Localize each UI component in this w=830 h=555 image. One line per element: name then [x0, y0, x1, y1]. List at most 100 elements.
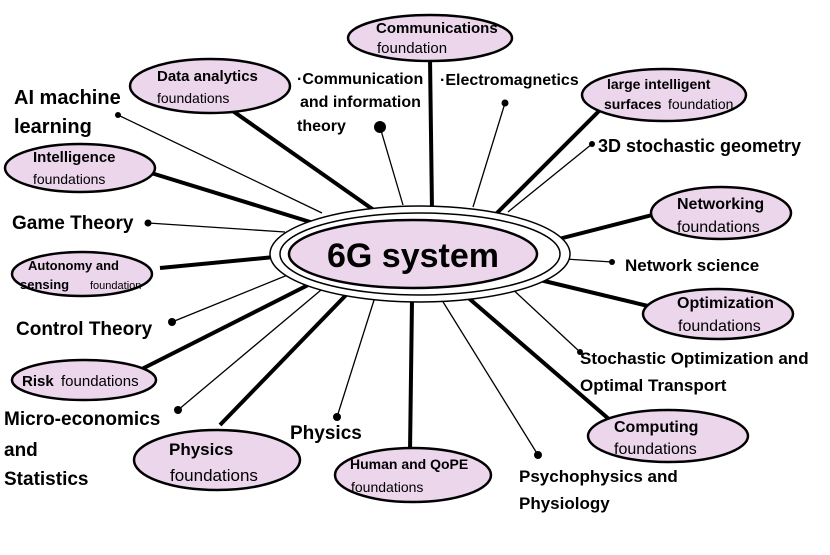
discipline-micro-econ: Micro-economics and Statistics — [4, 409, 160, 490]
dot-control-theory — [168, 318, 176, 326]
dot-game-theory — [144, 219, 152, 227]
spoke-psychophysics — [439, 296, 539, 456]
communications-sub: foundation — [377, 40, 447, 57]
surfaces-sub: foundation — [668, 96, 733, 112]
oval-data-analytics — [128, 57, 292, 115]
discipline-ai: AI machine learning — [14, 87, 121, 138]
discipline-comm-info: ·Communication and information theory — [297, 71, 423, 135]
dot-comm-info — [374, 121, 386, 133]
discipline-spokes — [117, 102, 613, 456]
networking-title: Networking — [677, 196, 764, 213]
spoke-physics — [218, 291, 350, 427]
spoke-intelligence — [147, 170, 321, 227]
dot-micro-econ — [174, 406, 182, 414]
foundation-communications: Communications foundation — [346, 13, 514, 63]
micro-econ-line1: Micro-economics — [4, 409, 160, 430]
discipline-game-theory: Game Theory — [12, 213, 134, 234]
optimization-sub: foundations — [678, 318, 761, 335]
spoke-comm-info — [379, 126, 404, 206]
dot-psychophysics — [534, 451, 542, 459]
oval-intelligent-surfaces — [580, 67, 748, 123]
computing-sub: foundations — [614, 441, 697, 458]
intelligence-title: Intelligence — [33, 149, 116, 166]
spoke-physics-discipline — [336, 296, 376, 418]
physics-sub: foundations — [170, 466, 258, 485]
spoke-electromagnetics — [472, 102, 506, 208]
psychophysics-line1: Psychophysics and — [519, 467, 678, 486]
foundation-autonomy: Autonomy and sensing foundation — [10, 250, 154, 298]
human-qope-sub: foundations — [351, 479, 423, 495]
computing-title: Computing — [614, 419, 698, 436]
foundation-data-analytics: Data analytics foundations — [128, 57, 292, 115]
surfaces-title: large intelligent — [607, 76, 711, 92]
center-oval — [287, 218, 539, 290]
stochastic-opt-line2: Optimal Transport — [580, 376, 727, 395]
human-qope-title: Human and QoPE — [350, 456, 468, 472]
foundation-risk: Risk foundations — [10, 358, 158, 402]
data-analytics-title: Data analytics — [157, 68, 258, 85]
risk-sub: foundations — [61, 373, 139, 390]
autonomy-title2: sensing — [20, 277, 69, 292]
spoke-human-qope — [408, 299, 414, 453]
surfaces-title2: surfaces — [604, 96, 662, 112]
oval-physics — [132, 428, 302, 492]
oval-autonomy — [10, 250, 154, 298]
spoke-micro-econ — [177, 284, 328, 411]
spoke-computing — [463, 293, 612, 422]
foundation-human-qope: Human and QoPE foundations — [333, 446, 493, 504]
center-label: 6G system — [327, 237, 499, 275]
dot-physics-discipline — [333, 413, 341, 421]
micro-econ-line3: Statistics — [4, 469, 88, 490]
oval-computing — [586, 408, 750, 464]
foundation-networking: Networking foundations — [649, 185, 793, 241]
spoke-risk — [129, 278, 319, 377]
dot-stochastic-opt — [577, 349, 583, 355]
foundation-intelligent-surfaces: large intelligent surfaces foundation — [580, 67, 748, 123]
oval-networking — [649, 185, 793, 241]
autonomy-sub: foundation — [90, 280, 141, 292]
spoke-data-analytics — [208, 93, 380, 215]
discipline-psychophysics: Psychophysics and Physiology — [519, 467, 678, 513]
comm-info-line2: and information — [300, 94, 421, 111]
endpoint-dots — [115, 99, 615, 459]
spoke-network-science — [564, 258, 613, 263]
risk-title: Risk — [22, 373, 54, 390]
comm-info-line3: theory — [297, 118, 346, 135]
spoke-stochastic-geometry — [507, 143, 593, 213]
oval-human-qope — [333, 446, 493, 504]
discipline-network-science: Network science — [625, 256, 759, 275]
intelligence-sub: foundations — [33, 171, 105, 187]
ai-line2: learning — [14, 116, 92, 138]
physics-title: Physics — [169, 440, 233, 459]
discipline-control-theory: Control Theory — [16, 319, 153, 340]
spoke-communications — [428, 57, 434, 211]
spoke-intelligent-surfaces — [493, 108, 602, 217]
spoke-game-theory — [147, 222, 286, 233]
oval-risk — [10, 358, 158, 402]
oval-communications — [346, 13, 514, 63]
oval-intelligence — [3, 142, 157, 194]
foundation-optimization: Optimization foundations — [641, 287, 795, 341]
stochastic-opt-line1: Stochastic Optimization and — [580, 349, 809, 368]
foundation-physics: Physics foundations — [132, 428, 302, 492]
autonomy-title: Autonomy and — [28, 258, 119, 273]
dot-electromagnetics — [501, 99, 509, 107]
foundation-computing: Computing foundations — [586, 408, 750, 464]
dot-ai — [115, 112, 121, 118]
data-analytics-sub: foundations — [157, 90, 229, 106]
discipline-physics: Physics — [290, 423, 362, 444]
comm-info-line1: ·Communication — [297, 71, 423, 88]
discipline-stochastic-geometry: 3D stochastic geometry — [598, 136, 801, 156]
spoke-ai — [117, 114, 323, 214]
dot-network-science — [609, 259, 615, 265]
optimization-title: Optimization — [677, 295, 774, 312]
oval-optimization — [641, 287, 795, 341]
center-node: 6G system — [269, 205, 571, 303]
ai-line1: AI machine — [14, 87, 121, 109]
networking-sub: foundations — [677, 219, 760, 236]
psychophysics-line2: Physiology — [519, 494, 610, 513]
foundation-intelligence: Intelligence foundations — [3, 142, 157, 194]
spoke-optimization — [539, 278, 649, 308]
discipline-electromagnetics: ·Electromagnetics — [440, 72, 579, 89]
